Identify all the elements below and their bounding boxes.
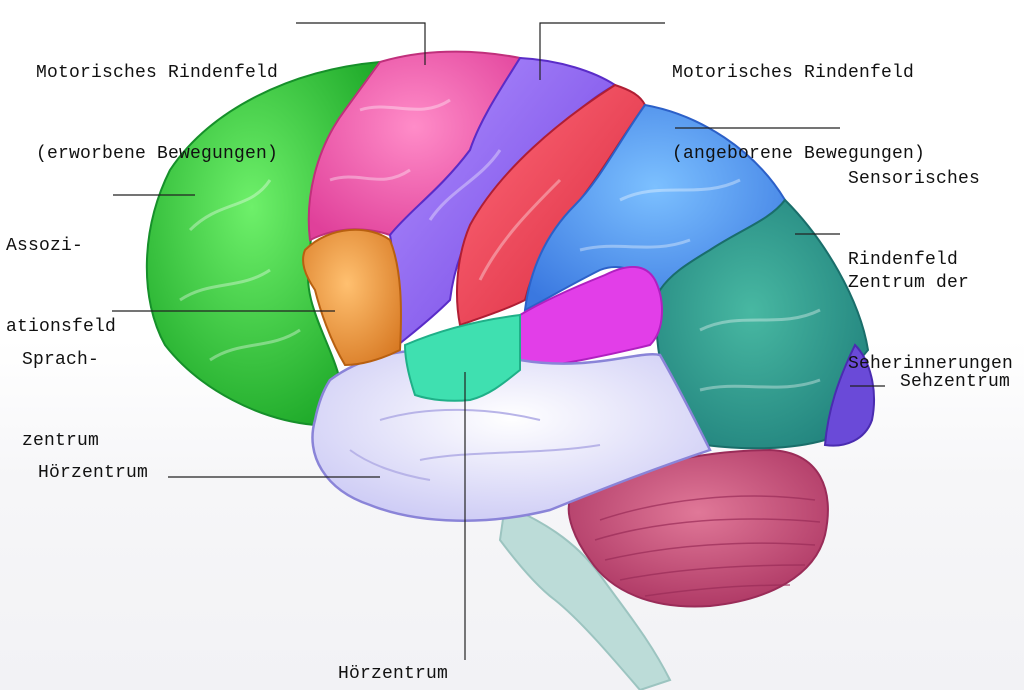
temporal-folds	[349, 408, 601, 481]
label-sensory: Sensorisches Rindenfeld	[848, 169, 981, 270]
auditory-area	[403, 313, 521, 402]
magenta-area	[519, 266, 663, 372]
line-motor-acquired	[296, 22, 426, 65]
line-motor-innate	[539, 22, 665, 80]
label-motor-innate: Motorisches Rindenfeld (angeborene Beweg…	[672, 63, 926, 164]
speech-center	[302, 228, 402, 367]
label-visual-memory: Zentrum der Seherinnerungen	[848, 273, 1014, 374]
label-auditory-left: Hörzentrum	[38, 463, 149, 483]
cerebellum	[567, 448, 829, 608]
label-visual: Sehzentrum	[900, 372, 1011, 392]
brainstem	[498, 503, 672, 690]
cerebellum-folds	[594, 495, 821, 597]
label-auditory-bottom: Hörzentrum	[338, 664, 449, 684]
label-motor-acquired: Motorisches Rindenfeld (erworbene Bewegu…	[36, 63, 279, 164]
gyri-highlights	[179, 98, 821, 392]
label-association: Assozi- ationsfeld	[6, 236, 117, 337]
leader-lines	[112, 22, 885, 660]
visual-center	[823, 343, 875, 447]
label-speech: Sprach- zentrum	[22, 350, 100, 451]
